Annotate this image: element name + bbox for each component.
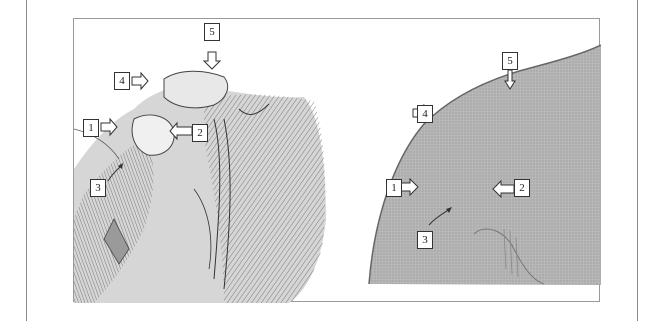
right-shoulder-drawing — [369, 45, 601, 285]
figure-illustration — [74, 19, 601, 303]
figure-frame: 1 2 3 4 5 1 2 3 4 5 — [73, 18, 600, 302]
left-anatomy-drawing — [74, 71, 326, 303]
page-left-rule — [26, 0, 27, 321]
left-callout-2: 2 — [192, 124, 208, 142]
right-callout-4: 4 — [417, 105, 433, 123]
left-callout-5: 5 — [204, 23, 220, 41]
right-callout-3: 3 — [417, 231, 433, 249]
right-callout-2: 2 — [514, 179, 530, 197]
page-right-rule — [637, 0, 638, 321]
left-callout-4: 4 — [114, 72, 130, 90]
right-callout-1: 1 — [386, 179, 402, 197]
left-callout-1: 1 — [83, 119, 99, 137]
right-callout-5: 5 — [502, 52, 518, 70]
left-callout-3: 3 — [90, 179, 106, 197]
